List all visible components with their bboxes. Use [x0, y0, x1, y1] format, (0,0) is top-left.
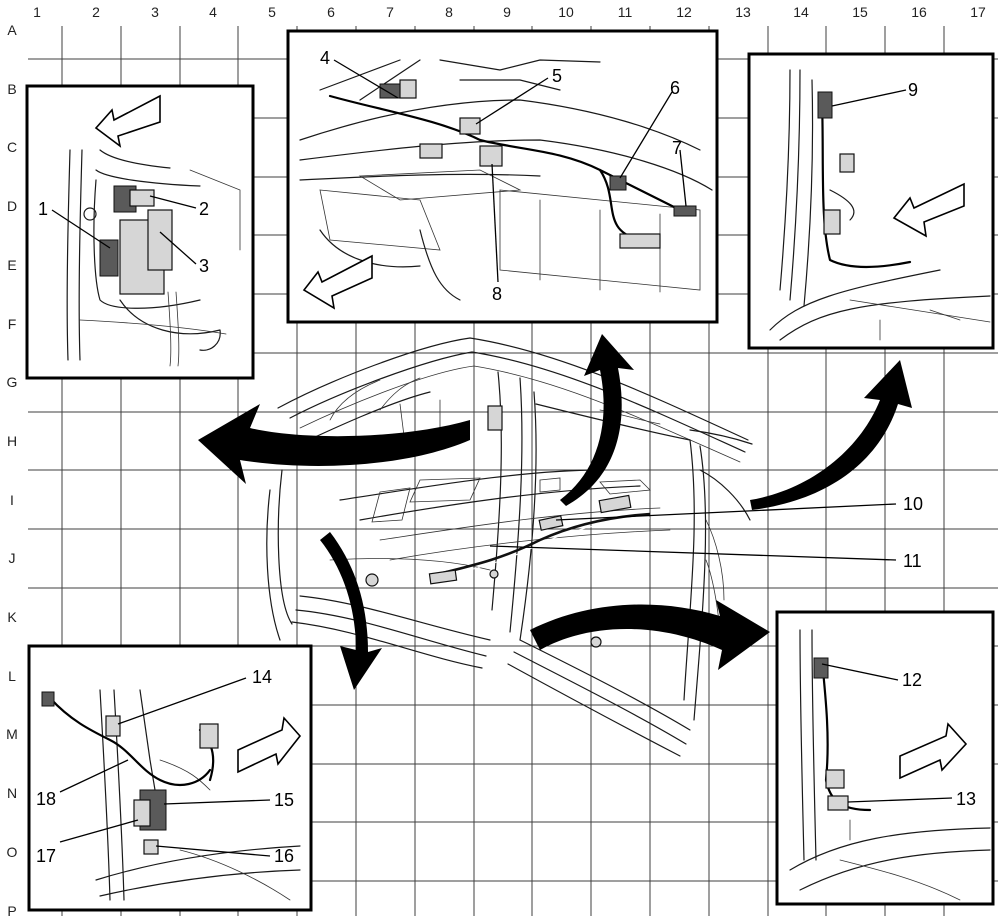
callout-6: 6 — [670, 78, 680, 98]
callout-14: 14 — [252, 667, 272, 687]
callout-13: 13 — [956, 789, 976, 809]
callout-17: 17 — [36, 846, 56, 866]
grid-column-label: 15 — [852, 4, 868, 20]
callout-10: 10 — [903, 494, 923, 514]
grid-column-label: 5 — [268, 4, 276, 20]
grid-row-label: M — [6, 726, 18, 742]
grid-column-label: 3 — [151, 4, 159, 20]
grid-row-label: A — [7, 22, 17, 38]
grid-row-label: B — [7, 81, 16, 97]
callout-leader-lines — [51, 59, 953, 857]
grid-row-label: K — [7, 609, 17, 625]
callout-1: 1 — [38, 199, 48, 219]
grid-column-label: 8 — [445, 4, 453, 20]
callout-5: 5 — [552, 66, 562, 86]
callout-7: 7 — [672, 138, 682, 158]
grid-row-label: E — [7, 257, 16, 273]
grid-column-label: 4 — [209, 4, 217, 20]
inset-box-bottom-right — [775, 610, 995, 906]
vehicle-body-main-view — [266, 337, 753, 757]
grid-row-labels: A B C D E F G H I J K L M N O P — [6, 22, 18, 916]
grid-column-label: 1 — [33, 4, 41, 20]
grid-column-label: 17 — [970, 4, 986, 20]
callout-4: 4 — [320, 48, 330, 68]
callout-9: 9 — [908, 80, 918, 100]
grid-column-label: 10 — [558, 4, 574, 20]
callout-11: 11 — [903, 551, 922, 571]
grid-column-label: 6 — [327, 4, 335, 20]
grid-row-label: D — [7, 198, 17, 214]
grid-row-label: J — [9, 550, 16, 566]
grid-row-label: P — [7, 903, 16, 916]
inset-box-bottom-left — [27, 644, 313, 912]
grid-column-label: 16 — [911, 4, 927, 20]
grid-row-label: H — [7, 433, 17, 449]
callout-15: 15 — [274, 790, 294, 810]
callout-16: 16 — [274, 846, 294, 866]
callout-labels: 1 2 3 4 5 6 7 8 9 10 11 12 13 14 15 16 1… — [36, 48, 976, 866]
grid-column-label: 14 — [793, 4, 809, 20]
grid-row-label: F — [8, 316, 17, 332]
callout-18: 18 — [36, 789, 56, 809]
grid-row-label: N — [7, 785, 17, 801]
grid-row-label: I — [10, 492, 14, 508]
callout-12: 12 — [902, 670, 922, 690]
callout-8: 8 — [492, 284, 502, 304]
inset-box-top-right — [747, 52, 995, 350]
grid-column-label: 13 — [735, 4, 751, 20]
grid-column-label: 7 — [386, 4, 394, 20]
inset-box-top-center — [286, 29, 719, 324]
direction-arrows — [198, 334, 912, 690]
grid-row-label: C — [7, 139, 17, 155]
grid-row-label: O — [7, 844, 18, 860]
callout-2: 2 — [199, 199, 209, 219]
grid-row-label: G — [7, 374, 18, 390]
grid-column-label: 12 — [676, 4, 692, 20]
grid-column-label: 2 — [92, 4, 100, 20]
grid-column-label: 9 — [503, 4, 511, 20]
inset-box-top-left — [25, 84, 255, 380]
callout-3: 3 — [199, 256, 209, 276]
grid-row-label: L — [8, 668, 16, 684]
grid-column-label: 11 — [618, 4, 633, 20]
